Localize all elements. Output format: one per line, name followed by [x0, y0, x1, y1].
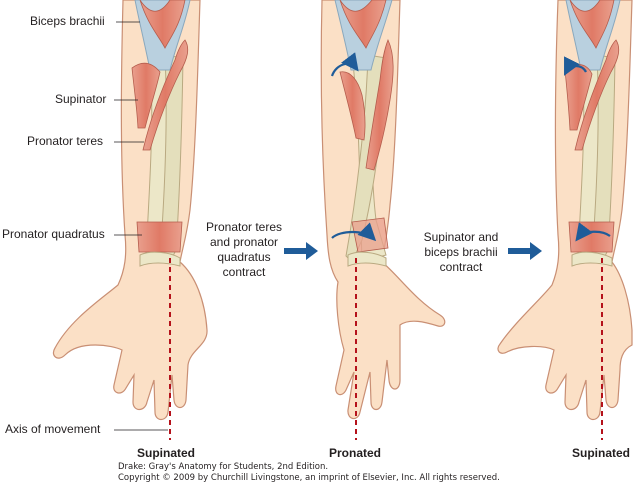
label-supinator: Supinator [55, 92, 106, 106]
supination-step-line-3: contract [416, 260, 506, 275]
pronation-step-line-1: Pronator teres [198, 220, 290, 235]
credit-line-2: Copyright © 2009 by Churchill Livingston… [118, 473, 500, 483]
caption-left-supinated: Supinated [137, 446, 195, 460]
pronation-step-line-2: and pronator [198, 235, 290, 250]
caption-right-supinated: Supinated [572, 446, 630, 460]
label-pronator-teres: Pronator teres [27, 134, 103, 148]
supination-step-line-2: biceps brachii [416, 245, 506, 260]
pronation-step-text: Pronator teres and pronator quadratus co… [198, 220, 290, 280]
middle-forearm-pronated [321, 0, 445, 419]
left-pronator-quadratus-muscle [137, 222, 182, 252]
label-biceps-brachii: Biceps brachii [30, 14, 105, 28]
supination-step-text: Supinator and biceps brachii contract [416, 230, 506, 275]
supination-step-line-1: Supinator and [416, 230, 506, 245]
right-forearm-supinated [498, 0, 632, 420]
pronation-step-line-4: contract [198, 265, 290, 280]
credit-line-1: Drake: Gray's Anatomy for Students, 2nd … [118, 462, 328, 472]
pronation-step-line-3: quadratus [198, 250, 290, 265]
left-forearm-supinated [53, 0, 207, 420]
label-pronator-quadratus: Pronator quadratus [2, 227, 105, 241]
right-pronator-quadratus-muscle [569, 222, 614, 252]
label-axis-of-movement: Axis of movement [5, 422, 100, 436]
caption-middle-pronated: Pronated [329, 446, 381, 460]
supination-step-arrow [508, 242, 542, 260]
